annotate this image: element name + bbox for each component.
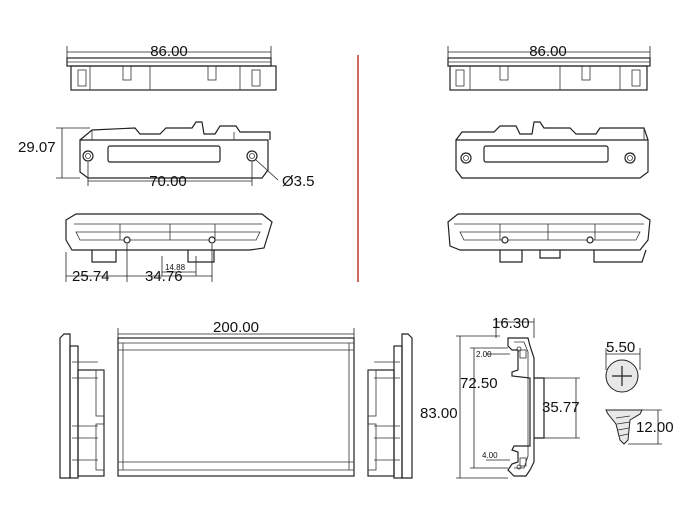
dim-offset-small: 14.88 [165,263,186,272]
end-cap-right [367,333,413,479]
dim-profile-slot: 35.77 [542,399,580,416]
dim-offset-a: 25.74 [72,268,110,285]
right-bottom-view [447,213,651,263]
dim-profile-height: 83.00 [420,405,458,422]
profile-length-view [117,328,355,477]
dim-side-height: 29.07 [18,139,56,156]
dim-profile-length: 200.00 [213,319,259,336]
dim-screw-head: 5.50 [606,339,635,356]
dim-profile-inner: 72.50 [460,375,498,392]
dim-profile-top: 2.00 [476,350,492,359]
dim-screw-length: 12.00 [636,419,674,436]
left-side-view [56,121,279,186]
left-bottom-view [65,213,273,282]
dim-top-left-width: 86.00 [150,43,188,60]
left-top-view [66,46,277,91]
dim-profile-width: 16.30 [492,315,530,332]
dim-top-right-width: 86.00 [529,43,567,60]
end-cap-left [59,333,105,479]
right-top-view [447,46,651,91]
profile-cross-section [456,318,580,479]
dim-profile-bottom: 4.00 [482,451,498,460]
right-side-view [455,121,649,179]
dim-hole-spacing: 70.00 [149,173,187,190]
screw-head-icon [605,348,641,393]
dim-offset-b: 34.76 [145,268,183,285]
screw-side-icon [605,409,662,445]
dim-hole-diameter: Ø3.5 [282,173,315,190]
